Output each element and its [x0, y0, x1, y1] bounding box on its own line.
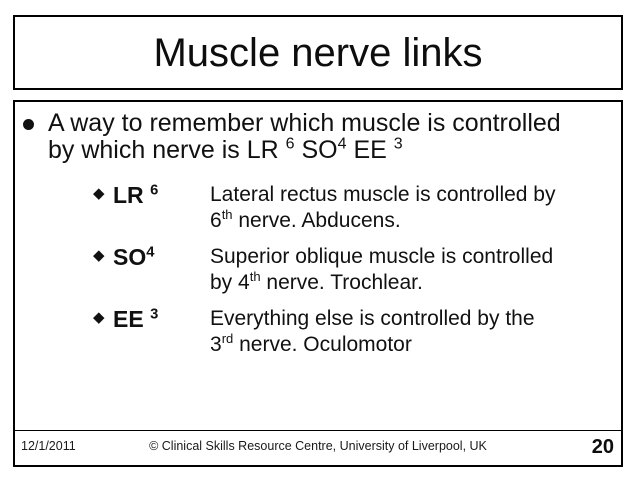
term-description: Everything else is controlled by the 3rd…	[210, 306, 611, 358]
term-description: Lateral rectus muscle is controlled by 6…	[210, 182, 611, 234]
term-text: SO	[113, 244, 147, 270]
mnemonic-superscript: 6	[285, 135, 295, 153]
term-text: EE	[113, 306, 151, 332]
description-text: Lateral rectus muscle is controlled by	[210, 183, 556, 206]
list-item-so4: ◆ SO4 Superior oblique muscle is control…	[15, 244, 621, 296]
mnemonic-text: SO	[294, 136, 338, 164]
title-box: Muscle nerve links	[13, 15, 623, 90]
term-label-lr6: LR 6	[113, 182, 158, 208]
list-item-lr6: ◆ LR 6 Lateral rectus muscle is controll…	[15, 182, 621, 234]
description-text: Superior oblique muscle is controlled	[210, 245, 554, 268]
term-superscript: 6	[150, 182, 159, 199]
description-line-2: by 4th nerve. Trochlear.	[210, 270, 611, 296]
mnemonic-text: by which nerve is LR	[48, 136, 286, 164]
main-bullet-line-2: by which nerve is LR 6 SO4 EE 3	[48, 135, 615, 164]
description-line-1: Superior oblique muscle is controlled	[210, 244, 611, 270]
description-text: nerve. Oculomotor	[233, 333, 412, 356]
main-bullet-line-1: A way to remember which muscle is contro…	[48, 110, 615, 137]
content-box: A way to remember which muscle is contro…	[13, 100, 623, 467]
ordinal-superscript: rd	[221, 331, 234, 346]
description-text: nerve. Trochlear.	[260, 271, 423, 294]
description-line-2: 6th nerve. Abducens.	[210, 208, 611, 234]
term-text: LR	[113, 182, 151, 208]
term-label-ee3: EE 3	[113, 306, 158, 332]
diamond-bullet-icon: ◆	[93, 309, 105, 326]
page-number: 20	[591, 436, 614, 458]
main-bullet: A way to remember which muscle is contro…	[15, 110, 621, 164]
page-title: Muscle nerve links	[153, 30, 483, 75]
description-line-1: Everything else is controlled by the	[210, 306, 611, 332]
term-superscript: 4	[146, 244, 155, 261]
description-text: Everything else is controlled by the	[210, 307, 535, 330]
main-bullet-text: A way to remember which muscle is contro…	[48, 109, 561, 137]
diamond-bullet-icon: ◆	[93, 185, 105, 202]
mnemonic-superscript: 3	[393, 135, 403, 153]
description-text: 3	[210, 333, 222, 356]
footer: 12/1/2011 © Clinical Skills Resource Cen…	[15, 430, 621, 465]
footer-date: 12/1/2011	[21, 439, 76, 453]
term-label-so4: SO4	[113, 244, 154, 270]
description-text: 6	[210, 209, 222, 232]
list-item-ee3: ◆ EE 3 Everything else is controlled by …	[15, 306, 621, 358]
mnemonic-superscript: 4	[337, 135, 347, 153]
bullet-dot-icon	[23, 119, 34, 130]
description-text: by 4	[210, 271, 250, 294]
term-description: Superior oblique muscle is controlled by…	[210, 244, 611, 296]
ordinal-superscript: th	[221, 207, 233, 222]
sub-bullet-list: ◆ LR 6 Lateral rectus muscle is controll…	[15, 182, 621, 358]
description-line-2: 3rd nerve. Oculomotor	[210, 332, 611, 358]
diamond-bullet-icon: ◆	[93, 247, 105, 264]
description-text: nerve. Abducens.	[232, 209, 401, 232]
ordinal-superscript: th	[249, 269, 261, 284]
term-superscript: 3	[150, 306, 159, 323]
footer-copyright: © Clinical Skills Resource Centre, Unive…	[149, 439, 487, 453]
description-line-1: Lateral rectus muscle is controlled by	[210, 182, 611, 208]
mnemonic-text: EE	[346, 136, 394, 164]
